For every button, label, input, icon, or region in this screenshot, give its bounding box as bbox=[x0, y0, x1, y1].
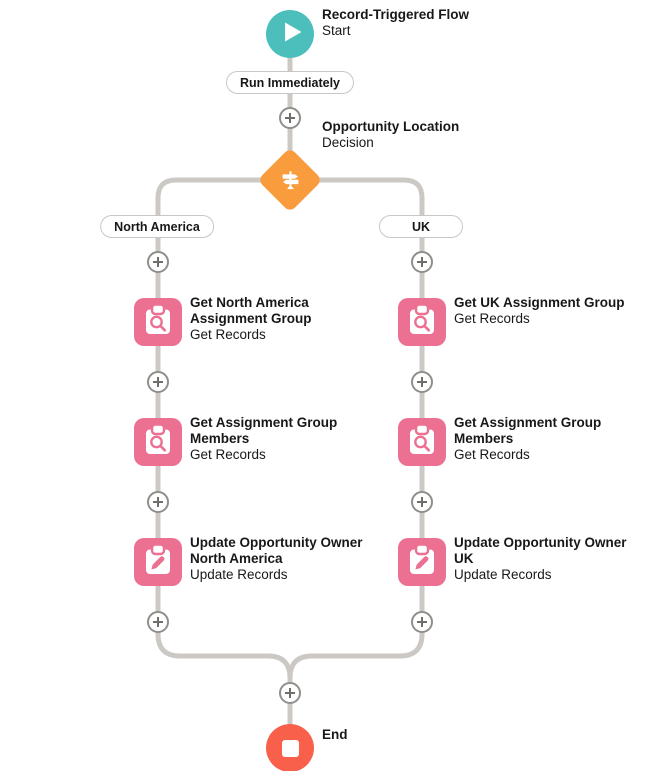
start-node[interactable] bbox=[266, 10, 314, 58]
add-element-button[interactable] bbox=[147, 251, 169, 273]
node-get-north-america-assignment-group[interactable] bbox=[134, 298, 182, 346]
run-immediately-badge: Run Immediately bbox=[225, 71, 355, 94]
end-node-label: End bbox=[322, 727, 348, 743]
get-records-icon bbox=[398, 296, 446, 349]
node-subtitle: Get Records bbox=[454, 447, 530, 462]
get-records-icon bbox=[134, 296, 182, 349]
run-immediately-label: Run Immediately bbox=[239, 75, 341, 90]
branch-uk-text: UK bbox=[411, 219, 431, 234]
node-label: Get Assignment Group Members Get Records bbox=[190, 415, 380, 463]
start-node-label: Record-Triggered Flow Start bbox=[322, 7, 469, 39]
add-element-button[interactable] bbox=[147, 611, 169, 633]
decision-node-label: Opportunity Location Decision bbox=[322, 119, 459, 151]
add-element-button[interactable] bbox=[411, 491, 433, 513]
node-label: Get North America Assignment Group Get R… bbox=[190, 295, 380, 343]
node-title: Get Assignment Group Members bbox=[454, 415, 602, 446]
decision-subtitle: Decision bbox=[322, 135, 374, 150]
node-label: Update Opportunity Owner UK Update Recor… bbox=[454, 535, 644, 583]
node-subtitle: Update Records bbox=[454, 567, 552, 582]
node-title: Update Opportunity Owner UK bbox=[454, 535, 627, 566]
end-node[interactable] bbox=[266, 724, 314, 771]
node-subtitle: Get Records bbox=[190, 447, 266, 462]
branch-label-uk: UK bbox=[379, 215, 463, 238]
node-title: Get North America Assignment Group bbox=[190, 295, 312, 326]
get-records-icon bbox=[134, 416, 182, 469]
node-subtitle: Get Records bbox=[190, 327, 266, 342]
node-subtitle: Get Records bbox=[454, 311, 530, 326]
start-subtitle: Start bbox=[322, 23, 351, 38]
node-get-assignment-group-members-na[interactable] bbox=[134, 418, 182, 466]
node-get-assignment-group-members-uk[interactable] bbox=[398, 418, 446, 466]
node-label: Update Opportunity Owner North America U… bbox=[190, 535, 380, 583]
add-element-button[interactable] bbox=[411, 611, 433, 633]
node-update-opportunity-owner-north-america[interactable] bbox=[134, 538, 182, 586]
branch-north-america-text: North America bbox=[114, 219, 200, 234]
node-label: Get Assignment Group Members Get Records bbox=[454, 415, 644, 463]
get-records-icon bbox=[398, 416, 446, 469]
node-update-opportunity-owner-uk[interactable] bbox=[398, 538, 446, 586]
node-title: Update Opportunity Owner North America bbox=[190, 535, 363, 566]
decision-title: Opportunity Location bbox=[322, 119, 460, 134]
node-title: Get UK Assignment Group bbox=[454, 295, 625, 310]
add-element-button[interactable] bbox=[411, 371, 433, 393]
add-element-button[interactable] bbox=[147, 371, 169, 393]
add-element-button[interactable] bbox=[147, 491, 169, 513]
add-element-button[interactable] bbox=[411, 251, 433, 273]
update-records-icon bbox=[398, 536, 446, 589]
play-icon bbox=[266, 8, 314, 61]
add-element-button[interactable] bbox=[279, 107, 301, 129]
node-get-uk-assignment-group[interactable] bbox=[398, 298, 446, 346]
connector-branch-uk bbox=[287, 177, 425, 732]
node-title: Get Assignment Group Members bbox=[190, 415, 338, 446]
add-element-button[interactable] bbox=[279, 682, 301, 704]
decision-node[interactable] bbox=[257, 147, 323, 213]
start-title: Record-Triggered Flow bbox=[322, 7, 470, 22]
stop-icon bbox=[281, 739, 299, 757]
end-title: End bbox=[322, 727, 348, 742]
connector-branch-north-america bbox=[155, 177, 293, 732]
node-label: Get UK Assignment Group Get Records bbox=[454, 295, 625, 327]
branch-label-north-america: North America bbox=[100, 215, 214, 238]
update-records-icon bbox=[134, 536, 182, 589]
node-subtitle: Update Records bbox=[190, 567, 288, 582]
decision-signpost-icon bbox=[267, 157, 313, 203]
